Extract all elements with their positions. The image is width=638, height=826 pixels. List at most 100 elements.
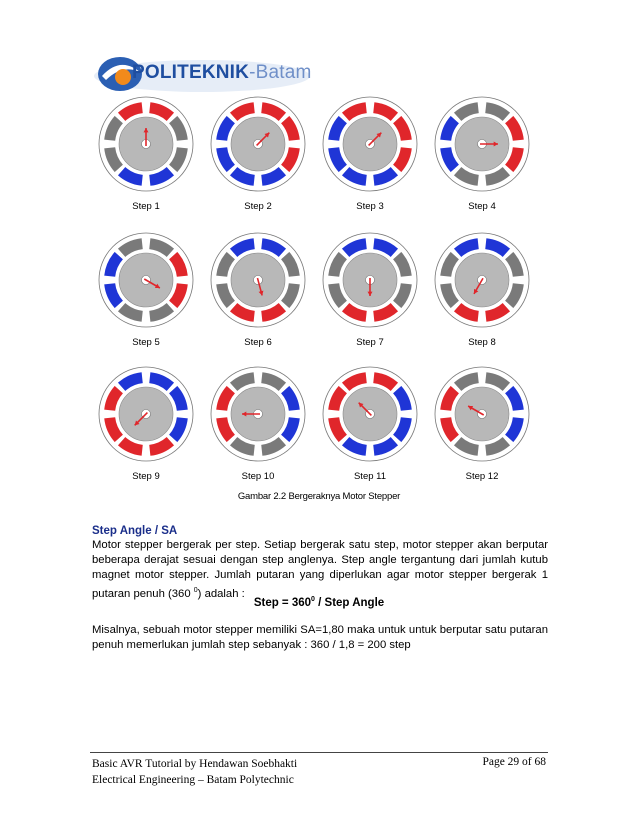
stator-coil <box>104 251 123 277</box>
stator-coil <box>149 102 175 121</box>
stator-coil <box>328 385 347 411</box>
stator-coil <box>149 303 175 322</box>
degree-superscript: 0 <box>193 587 198 594</box>
stator-coil <box>505 251 524 277</box>
stator-gap <box>502 382 514 394</box>
stepper-motor-graphic <box>322 366 418 462</box>
stator-coil <box>261 437 287 456</box>
stator-gap <box>278 112 290 124</box>
stator-coil <box>261 102 287 121</box>
stator-gap <box>338 382 350 394</box>
formula-start: Step = 360 <box>253 596 312 609</box>
step-label: Step 5 <box>132 337 160 348</box>
stator-coil <box>485 303 511 322</box>
stator-coil <box>229 437 255 456</box>
stepper-diagram: Step 6 <box>202 230 314 360</box>
stepper-diagram: Step 3 <box>314 94 426 224</box>
stator-coil <box>216 417 235 443</box>
stator-gap <box>278 248 290 260</box>
stator-coil <box>341 167 367 186</box>
stator-coil <box>393 385 412 411</box>
stator-coil <box>229 372 255 391</box>
stator-coil <box>117 437 143 456</box>
footer-line-1: Basic AVR Tutorial by Hendawan Soebhakti <box>92 758 298 770</box>
logo-name: POLITEKNIK <box>132 62 250 83</box>
stepper-motor-graphic <box>98 96 194 192</box>
stator-gap <box>502 164 514 176</box>
stator-coil <box>440 385 459 411</box>
stator-coil <box>229 167 255 186</box>
stator-gap <box>114 382 126 394</box>
stepper-diagram: Step 12 <box>426 364 538 494</box>
stator-gap <box>226 164 238 176</box>
stator-gap <box>338 112 350 124</box>
arrow-head-icon <box>154 283 160 288</box>
page-number: Page 29 of 68 <box>482 756 546 768</box>
stator-coil <box>104 385 123 411</box>
stator-gap <box>502 300 514 312</box>
stator-coil <box>373 437 399 456</box>
stator-coil <box>485 102 511 121</box>
stator-gap <box>338 164 350 176</box>
stator-coil <box>328 417 347 443</box>
stator-coil <box>440 251 459 277</box>
stator-coil <box>229 102 255 121</box>
stator-coil <box>149 167 175 186</box>
stator-gap <box>114 434 126 446</box>
stator-coil <box>505 115 524 141</box>
stepper-motor-graphic <box>322 232 418 328</box>
stator-coil <box>149 238 175 257</box>
logo-city: Batam <box>255 62 312 83</box>
stator-gap <box>114 164 126 176</box>
arrow-head-icon <box>376 132 382 138</box>
step-label: Step 7 <box>356 337 384 348</box>
stator-gap <box>390 248 402 260</box>
stator-coil <box>261 372 287 391</box>
stator-coil <box>117 238 143 257</box>
stator-coil <box>117 372 143 391</box>
stator-coil <box>216 251 235 277</box>
stepper-diagram: Step 11 <box>314 364 426 494</box>
stator-gap <box>390 300 402 312</box>
stator-coil <box>281 283 300 309</box>
stator-coil <box>117 167 143 186</box>
formula: Step = 3600 / Step Angle <box>0 596 638 609</box>
stator-gap <box>338 248 350 260</box>
stator-coil <box>393 147 412 173</box>
stator-coil <box>453 303 479 322</box>
arrow-head-icon <box>358 402 364 408</box>
stator-coil <box>229 238 255 257</box>
step-label: Step 4 <box>468 201 496 212</box>
stator-gap <box>278 164 290 176</box>
step-label: Step 6 <box>244 337 272 348</box>
stator-coil <box>149 437 175 456</box>
stepper-diagram: Step 5 <box>90 230 202 360</box>
stator-coil <box>281 251 300 277</box>
stator-coil <box>328 115 347 141</box>
stator-coil <box>393 251 412 277</box>
stator-gap <box>450 300 462 312</box>
stator-coil <box>440 147 459 173</box>
stepper-diagram: Step 7 <box>314 230 426 360</box>
stator-coil <box>440 417 459 443</box>
stator-coil <box>440 115 459 141</box>
stator-coil <box>104 115 123 141</box>
stator-coil <box>281 417 300 443</box>
logo: POLITEKNIK-Batam <box>92 52 322 96</box>
footer-divider <box>90 752 548 753</box>
stator-coil <box>261 238 287 257</box>
step-label: Step 9 <box>132 471 160 482</box>
stator-gap <box>450 434 462 446</box>
stator-coil <box>485 167 511 186</box>
stator-coil <box>169 147 188 173</box>
stator-gap <box>166 300 178 312</box>
arrow-head-icon <box>367 291 373 296</box>
stator-gap <box>226 300 238 312</box>
stator-gap <box>226 112 238 124</box>
stator-gap <box>166 164 178 176</box>
arrow-head-icon <box>468 406 474 411</box>
stepper-diagram: Step 9 <box>90 364 202 494</box>
stator-gap <box>166 248 178 260</box>
step-label: Step 11 <box>353 471 387 482</box>
stator-gap <box>278 382 290 394</box>
